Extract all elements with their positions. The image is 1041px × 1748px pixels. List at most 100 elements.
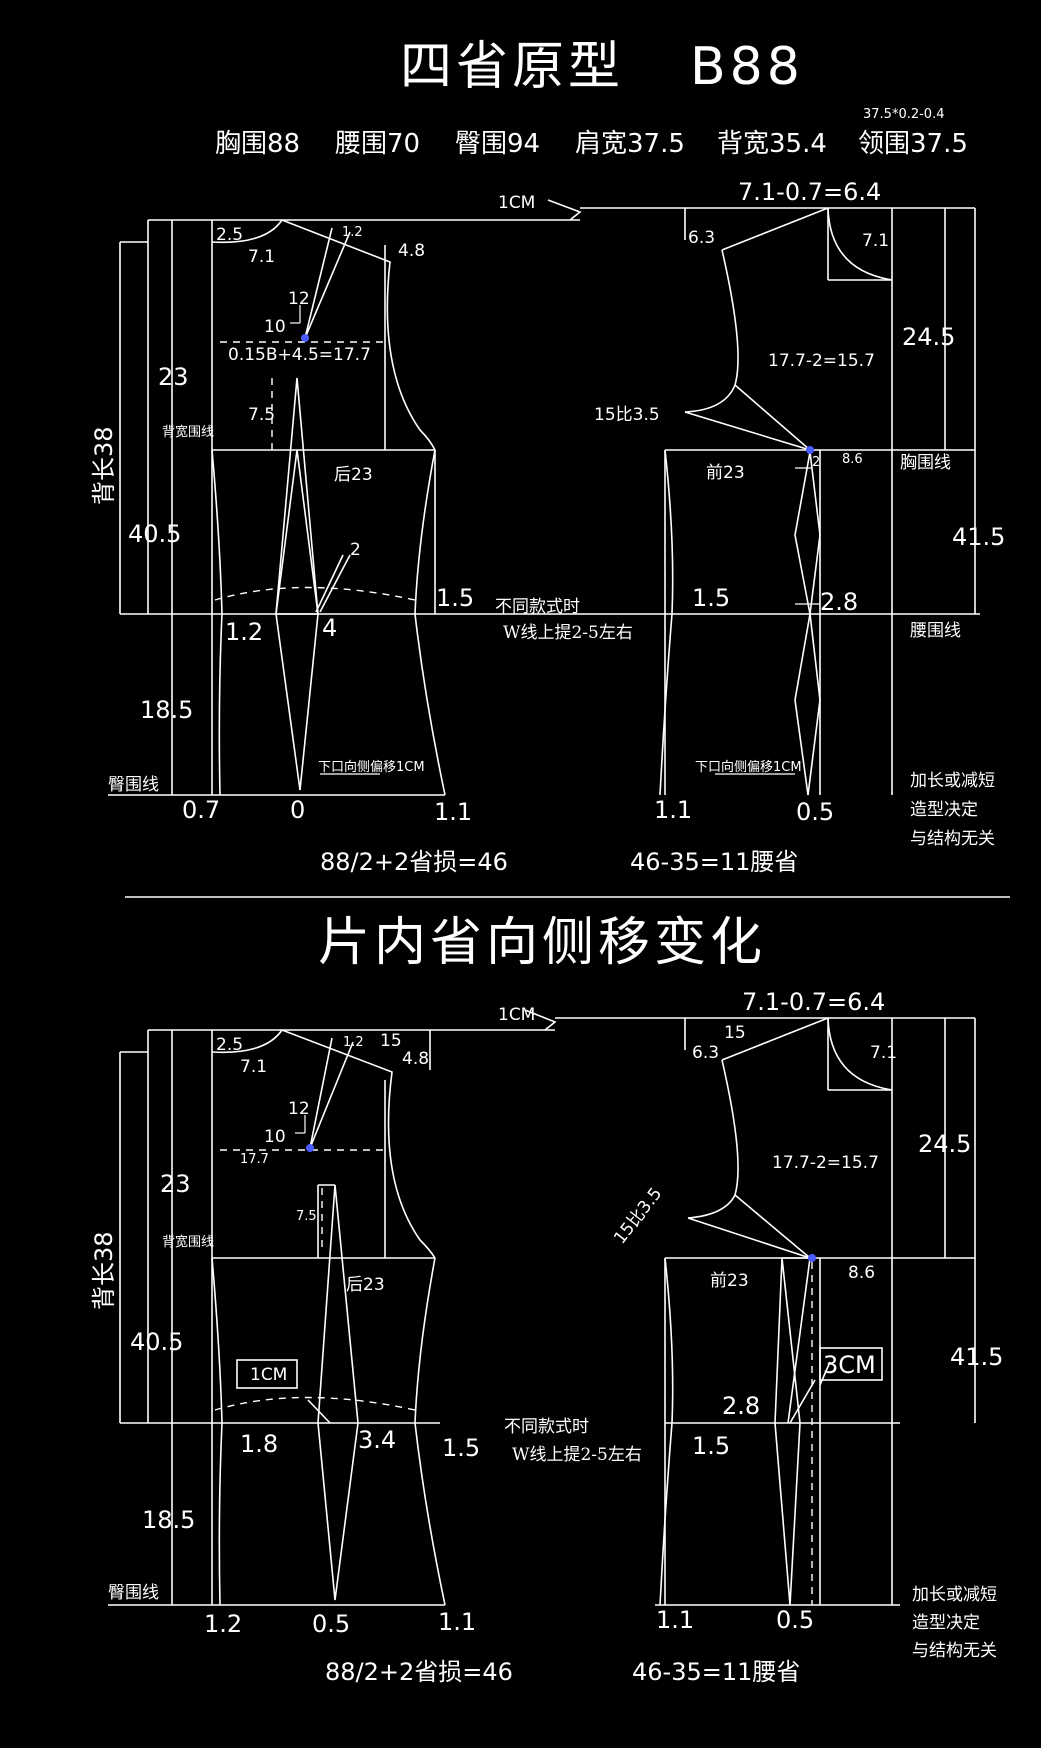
bottom-back-bodice xyxy=(211,1029,446,1606)
front-41-5: 41.5 xyxy=(952,523,1005,551)
bottom-1cm-arrow xyxy=(524,1009,557,1031)
back-1-2: 1.2 xyxy=(225,618,263,646)
bottom-reference-lines xyxy=(108,1017,975,1606)
b-back-formula: 88/2+2省损=46 xyxy=(325,1658,513,1686)
box-3cm xyxy=(819,1347,883,1381)
top-reference-lines xyxy=(120,207,980,615)
b-front-2-8: 2.8 xyxy=(722,1392,760,1420)
back-hem-0-7: 0.7 xyxy=(182,796,220,824)
b-front-15: 15 xyxy=(724,1023,746,1043)
b-back-hem-0-5: 0.5 xyxy=(312,1610,350,1638)
back-chest-formula: 0.15B+4.5=17.7 xyxy=(228,345,371,365)
back-neck-height: 7.1 xyxy=(248,247,275,267)
back-hem-shift: 下口向侧偏移1CM xyxy=(318,759,425,775)
b-back-length: 背长38 xyxy=(90,1231,118,1310)
back-shoulder-dart: 1.2 xyxy=(342,225,363,240)
top-note-2: W线上提2-5左右 xyxy=(503,623,633,643)
b-back-dart-10: 10 xyxy=(264,1127,286,1147)
top-draft: 四省原型 B88 37.5*0.2-0.4 胸围88 腰围70 臀围94 肩宽3… xyxy=(90,37,1005,876)
front-1-5: 1.5 xyxy=(692,584,730,612)
back-4: 4 xyxy=(322,614,337,642)
bottom-note-1: 不同款式时 xyxy=(504,1417,589,1437)
bottom-front-bodice xyxy=(659,1017,893,1606)
b-back-18-5: 18.5 xyxy=(142,1506,195,1534)
b-back-dart-12: 12 xyxy=(288,1099,310,1119)
back-hip-line: 臀围线 xyxy=(108,775,159,795)
back-width-line: 背宽围线 xyxy=(162,424,214,440)
measure-back-width: 背宽35.4 xyxy=(717,129,827,159)
collar-formula: 37.5*0.2-0.4 xyxy=(863,107,945,122)
front-2-8: 2.8 xyxy=(820,588,858,616)
box-1cm xyxy=(236,1359,298,1389)
b-back-3-4: 3.4 xyxy=(358,1426,396,1454)
front-23-label: 前23 xyxy=(706,463,745,483)
back-length: 背长38 xyxy=(90,426,118,505)
front-6-3: 6.3 xyxy=(688,228,715,248)
bottom-note-2: W线上提2-5左右 xyxy=(512,1445,642,1465)
b-front-chest-formula: 17.7-2=15.7 xyxy=(772,1153,879,1173)
back-40-5: 40.5 xyxy=(128,520,181,548)
b-back-hem-1-2: 1.2 xyxy=(204,1610,242,1638)
front-8-6: 8.6 xyxy=(842,452,863,467)
bottom-1cm-label: 1CM xyxy=(498,1005,535,1025)
back-side-1-5: 1.5 xyxy=(436,584,474,612)
bottom-side-note-2: 造型决定 xyxy=(912,1613,980,1633)
b-front-hem-0-5: 0.5 xyxy=(776,1606,814,1634)
b-back-dart: 1.2 xyxy=(343,1035,364,1050)
top-front-neck-formula: 7.1-0.7=6.4 xyxy=(738,178,881,206)
front-24-5: 24.5 xyxy=(902,323,955,351)
bottom-labels: 2.5 7.1 15 4.8 1.2 12 10 17.7 23 7.5 背宽围… xyxy=(90,1023,1003,1686)
b-back-hip-line: 臀围线 xyxy=(108,1583,159,1603)
top-labels: 1CM 7.1-0.7=6.4 2.5 7.1 4.8 1.2 12 10 0.… xyxy=(90,178,1005,876)
bottom-side-note-1: 加长或减短 xyxy=(912,1585,997,1605)
b-front-23-label: 前23 xyxy=(710,1271,749,1291)
b-back-7-5: 7.5 xyxy=(296,1209,317,1224)
top-1cm-arrow xyxy=(547,199,582,221)
front-2: 2 xyxy=(812,455,820,470)
top-title: 四省原型 xyxy=(400,37,624,97)
top-frame-lines xyxy=(108,208,976,796)
measure-collar: 领围37.5 xyxy=(858,129,968,159)
bottom-frame-lines xyxy=(119,1018,976,1605)
front-chest-formula: 17.7-2=15.7 xyxy=(768,351,875,371)
b-back-side-1-5: 1.5 xyxy=(442,1434,480,1462)
bottom-front-neck-formula: 7.1-0.7=6.4 xyxy=(742,988,885,1016)
top-side-note-3: 与结构无关 xyxy=(910,829,995,849)
b-back-1-8: 1.8 xyxy=(240,1430,278,1458)
top-back-bodice xyxy=(211,219,446,796)
b-front-ratio: 15比3.5 xyxy=(610,1184,666,1248)
back-23-label: 后23 xyxy=(334,465,373,485)
measure-shoulder: 肩宽37.5 xyxy=(575,129,685,159)
back-hem-1-1: 1.1 xyxy=(434,798,472,826)
b-front-hem-1-1: 1.1 xyxy=(656,1606,694,1634)
b-back-23: 23 xyxy=(160,1170,191,1198)
back-formula: 88/2+2省损=46 xyxy=(320,848,508,876)
b-front-6-3: 6.3 xyxy=(692,1043,719,1063)
front-formula: 46-35=11腰省 xyxy=(630,848,798,876)
b-front-7-1: 7.1 xyxy=(870,1043,897,1063)
top-side-note-2: 造型决定 xyxy=(910,800,978,820)
front-hem-1-1: 1.1 xyxy=(654,796,692,824)
b-back-width-line: 背宽围线 xyxy=(162,1234,214,1250)
b-back-chest: 17.7 xyxy=(240,1152,269,1167)
back-shoulder-drop: 4.8 xyxy=(398,241,425,261)
back-dart-2: 2 xyxy=(350,540,361,560)
bottom-draft: 片内省向侧移变化 1CM 7.1-0.7=6.4 xyxy=(90,913,1003,1686)
b-front-formula: 46-35=11腰省 xyxy=(632,1658,800,1686)
b-back-23-label: 后23 xyxy=(346,1275,385,1295)
measure-waist: 腰围70 xyxy=(335,129,420,159)
back-7-5: 7.5 xyxy=(248,405,275,425)
back-dart-12: 12 xyxy=(288,289,310,309)
front-bust-line: 胸围线 xyxy=(900,453,951,473)
b-front-1-5: 1.5 xyxy=(692,1432,730,1460)
front-waist-line: 腰围线 xyxy=(910,621,961,641)
box-1cm-label: 1CM xyxy=(250,1365,287,1385)
top-1cm-label: 1CM xyxy=(498,193,535,213)
front-ratio: 15比3.5 xyxy=(594,405,660,425)
top-front-bodice xyxy=(659,207,893,796)
b-back-neck-height: 7.1 xyxy=(240,1057,267,1077)
measure-bust: 胸围88 xyxy=(215,129,300,159)
measure-hip: 臀围94 xyxy=(455,129,540,159)
back-hem-0: 0 xyxy=(290,796,305,824)
